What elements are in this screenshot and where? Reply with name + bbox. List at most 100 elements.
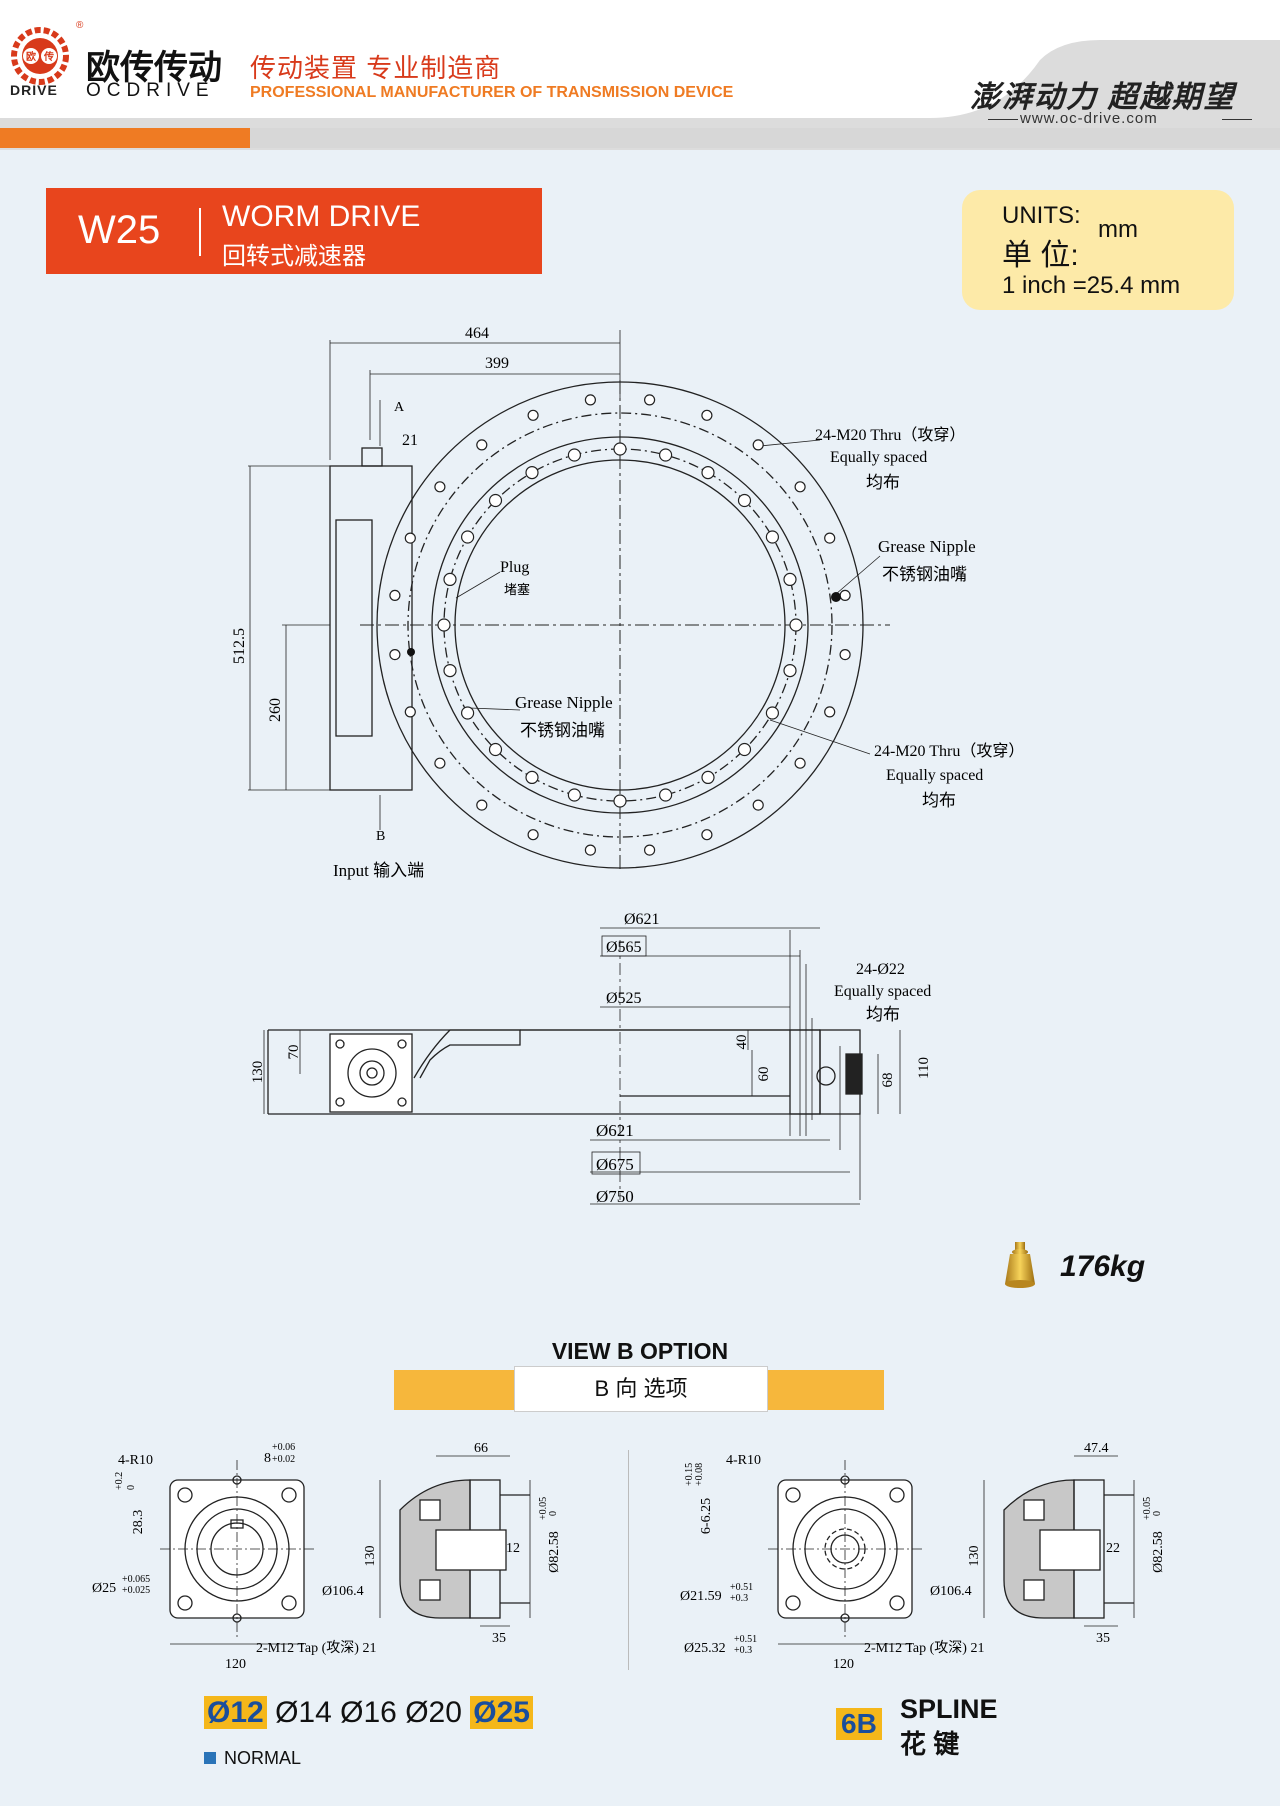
opt-l-66: 66	[474, 1441, 488, 1456]
dim-d621-bottom: Ø621	[596, 1121, 634, 1140]
view-b-title: VIEW B OPTION	[551, 1338, 729, 1364]
inner-bolt-hole	[783, 663, 797, 678]
opt-l-283-up: +0.2	[114, 1472, 125, 1490]
brand-name-en: OCDRIVE	[86, 80, 215, 101]
inner-bolt-hole	[737, 742, 752, 757]
options-divider	[628, 1450, 629, 1670]
outer-bolt-hole	[701, 829, 713, 841]
outer-bolt-hole	[643, 394, 656, 406]
inner-bolt-hole	[783, 572, 797, 587]
grease-left-label: Grease Nipple	[515, 693, 613, 712]
weight-value: 176kg	[1060, 1250, 1146, 1283]
outer-bolt-hole	[527, 829, 539, 841]
dim-260: 260	[267, 698, 284, 722]
grease-right-cn: 不锈钢油嘴	[882, 565, 967, 584]
input-label: Input 输入端	[333, 861, 424, 880]
dim-d565: Ø565	[606, 939, 642, 956]
opt-l-keyw-up: +0.06	[272, 1442, 295, 1453]
opt-r-d2532-up: +0.51	[734, 1634, 757, 1645]
dim-d675: Ø675	[596, 1155, 634, 1174]
outer-bolt-hole	[794, 481, 806, 493]
registered-mark: ®	[76, 20, 84, 31]
outer-bolt-hole	[794, 757, 806, 769]
inner-bolt-hole	[658, 448, 673, 462]
holes-label: 24-Ø22	[856, 961, 905, 978]
product-name-en: WORM DRIVE	[222, 200, 421, 233]
dim-130: 130	[250, 1061, 266, 1084]
website: www.oc-drive.com	[1020, 110, 1158, 127]
outer-bolt-hole	[643, 844, 656, 856]
thru-bottom-cn: 均布	[922, 791, 956, 810]
opt-r-130: 130	[967, 1546, 982, 1567]
svg-text:传: 传	[43, 50, 54, 63]
shaft-option-20: Ø20	[405, 1696, 462, 1729]
opt-r-35: 35	[1096, 1631, 1110, 1646]
product-name-cn: 回转式减速器	[222, 243, 366, 270]
inner-bolt-hole	[461, 530, 475, 544]
inner-bolt-hole	[443, 572, 457, 587]
housing-outline	[329, 465, 413, 791]
opt-r-120: 120	[833, 1657, 854, 1672]
dim-60: 60	[756, 1067, 772, 1082]
opt-l-283: 28.3	[131, 1510, 146, 1535]
outer-bolt-hole	[476, 439, 488, 451]
grease-nipple-left-icon	[407, 648, 415, 656]
grease-right-label: Grease Nipple	[878, 537, 976, 556]
model-code: W25	[78, 208, 161, 252]
label-b: B	[376, 829, 385, 844]
option-normal-drawing: 4-R10 8 +0.06 +0.02 28.3 +0.2 0 Ø25 +0.0…	[92, 1441, 562, 1672]
tagline-en: PROFESSIONAL MANUFACTURER OF TRANSMISSIO…	[250, 84, 734, 101]
dim-d621-top: Ø621	[624, 911, 660, 928]
inner-bolt-hole	[613, 794, 627, 808]
opt-r-d2159-up: +0.51	[730, 1582, 753, 1593]
shaft-option-14: Ø14	[275, 1696, 332, 1729]
inner-bolt-hole	[443, 663, 457, 678]
inner-bolt-hole	[461, 706, 475, 720]
opt-l-d8258-dn: 0	[548, 1511, 559, 1516]
inner-bolt-hole	[701, 770, 715, 785]
dim-464: 464	[465, 325, 489, 342]
logo-word: DRIVE	[10, 82, 58, 98]
dim-d750: Ø750	[596, 1187, 634, 1206]
tagline-cn: 传动装置 专业制造商	[250, 53, 502, 83]
outer-bolt-hole	[389, 648, 401, 661]
opt-l-35: 35	[492, 1631, 506, 1646]
inner-bolt-hole	[613, 442, 627, 456]
units-label-cn: 单 位:	[1002, 239, 1079, 272]
dim-40: 40	[734, 1035, 750, 1050]
dim-70: 70	[286, 1045, 302, 1060]
bolt-holes	[389, 394, 851, 856]
website-rule-left	[988, 119, 1018, 120]
option-spline-drawing: 4-R10 6-6.25 +0.15 +0.08 Ø21.59 +0.51 +0…	[680, 1441, 1166, 1672]
weight-icon	[1005, 1242, 1035, 1288]
opt-r-d8258: Ø82.58	[1151, 1531, 1166, 1573]
inner-bolt-hole	[765, 530, 780, 544]
inner-bolt-hole	[525, 466, 539, 480]
outer-bolt-hole	[839, 648, 851, 661]
slogan-cn: 澎湃动力 超越期望	[970, 81, 1236, 114]
inner-bolt-hole	[765, 706, 780, 720]
units-conversion: 1 inch =25.4 mm	[1002, 272, 1181, 299]
outer-bolt-hole	[404, 532, 416, 544]
outer-bolt-hole	[584, 394, 597, 406]
opt-r-d2159: Ø21.59	[680, 1589, 722, 1604]
holes-eq: Equally spaced	[834, 983, 931, 1000]
inner-bolt-hole	[488, 742, 503, 757]
outer-bolt-hole	[824, 532, 836, 544]
inner-bolt-hole	[567, 448, 582, 462]
outer-bolt-hole	[404, 706, 416, 718]
title-divider	[199, 208, 201, 256]
shaft-option-16: Ø16	[340, 1696, 397, 1729]
thru-bottom-label: 24-M20 Thru（攻穿）	[874, 742, 1024, 760]
opt-l-d8258-up: +0.05	[538, 1497, 549, 1520]
inner-bolt-hole	[701, 466, 715, 480]
inner-bolt-hole	[567, 788, 582, 802]
outer-bolt-hole	[752, 799, 764, 811]
outer-bolt-hole	[824, 706, 836, 718]
spline-label-cn: 花 键	[900, 1729, 960, 1759]
inner-bolt-hole	[658, 788, 673, 802]
opt-r-d2159-dn: +0.3	[730, 1593, 748, 1604]
shaft-option-25: Ø25	[470, 1696, 533, 1729]
dim-110: 110	[916, 1057, 932, 1079]
grease-nipple-right-icon	[831, 592, 841, 602]
